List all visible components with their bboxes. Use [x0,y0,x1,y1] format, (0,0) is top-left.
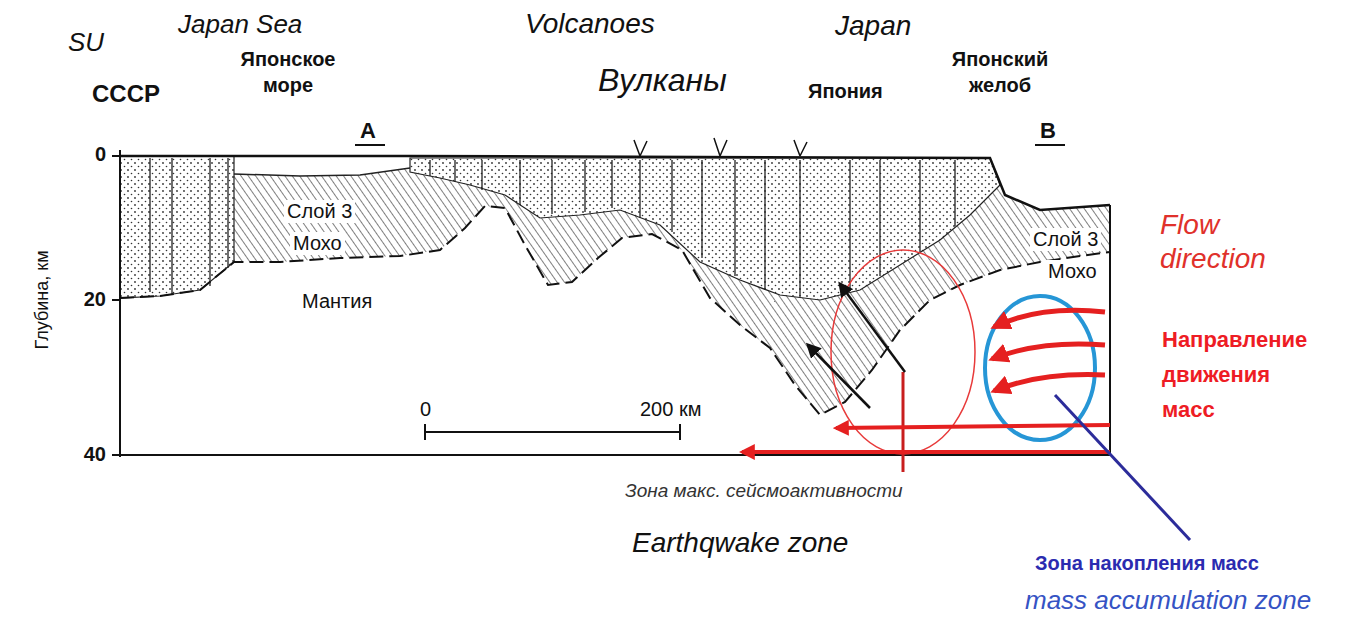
fault-lines [150,158,955,296]
annotation-label: Flow direction [1160,208,1310,275]
profile-end-label: B [1040,118,1056,143]
axis-title: Глубина, км [32,250,53,349]
region-label: Японское море [228,46,348,98]
flow-arrow [836,425,1110,428]
annotation-label: Зона макс. сейсмоактивности [625,480,903,502]
scale-bar [425,424,680,440]
scale-label: 0 [420,398,431,421]
region-label: Japan Sea [178,10,302,40]
axis-tick: 40 [70,443,106,466]
axis-tick: 20 [70,288,106,311]
layer-label: Слой 3 [284,200,355,223]
flow-arrow [994,375,1105,391]
layer-label: Мантия [302,290,372,313]
feature-label: Volcanoes [525,8,655,40]
annotation-label: mass accumulation zone [1025,586,1311,616]
scale-label: 200 км [640,398,701,421]
earthquake-leader [902,372,905,472]
flow-arrow [994,310,1105,327]
feature-label: Вулканы [598,62,727,99]
region-label: Японский желоб [935,46,1065,98]
depth-axis [112,150,1110,457]
profile-end-ticks [355,144,1065,146]
surface-line [120,156,1110,210]
region-label: СССР [92,80,160,108]
annotation-label: Зона накопления масс [1035,552,1259,575]
region-label: Japan [835,10,911,42]
annotation-label: Earthqwake zone [632,527,848,559]
layer-label: Слой 3 [1030,228,1101,251]
black-flow-arrow [808,345,870,408]
layer-label: Мохо [1045,260,1100,283]
moho-line [120,206,1110,415]
region-label: Япония [808,80,883,103]
sea-layer-top [234,168,410,176]
black-flow-arrow [840,284,905,372]
profile-end-label: A [360,118,376,143]
flow-arrow [742,450,1110,454]
flow-arrow [992,344,1105,359]
volcano-marks [634,138,807,156]
region-label: SU [68,28,104,58]
layer-label: Мохо [290,232,345,255]
axis-tick: 0 [78,143,106,166]
annotation-label: Направление движения масс [1162,322,1320,428]
island-arc-crust [410,158,1000,300]
